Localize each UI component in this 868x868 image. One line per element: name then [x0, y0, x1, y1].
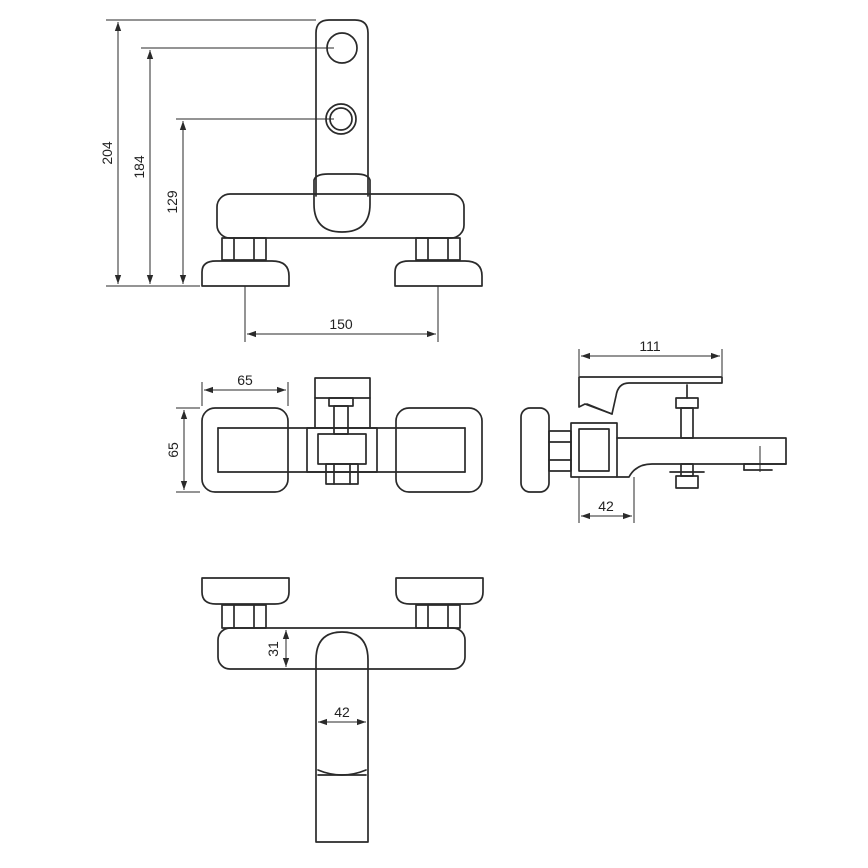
dimension-label-31: 31: [265, 641, 281, 657]
side-view: [520, 376, 787, 493]
bottom-view: [201, 577, 484, 843]
dimension-upper-outlet-height: 184: [131, 47, 334, 284]
dimension-side-depth: 111: [578, 338, 723, 376]
top-view: [201, 377, 483, 493]
dimension-flange-height: 65: [165, 407, 200, 493]
dimension-lower-outlet-height: 129: [164, 118, 334, 284]
dimension-body-height: 31: [265, 627, 316, 670]
dimension-label-184: 184: [131, 155, 147, 179]
dimension-label-42-side: 42: [598, 498, 614, 514]
front-view: [201, 19, 483, 287]
dimension-spout-width: 42: [318, 704, 366, 726]
dimension-label-65-width: 65: [237, 372, 253, 388]
dimension-label-204: 204: [99, 141, 115, 165]
dimension-total-height: 204: [99, 19, 316, 287]
dimension-flange-width: 65: [201, 372, 289, 406]
dimension-label-111: 111: [639, 338, 660, 354]
dimension-inlet-spacing: 150: [244, 286, 439, 342]
dimension-side-inlet-depth: 42: [578, 477, 635, 523]
dimension-label-65-height: 65: [165, 442, 181, 458]
dimension-label-42-bottom: 42: [334, 704, 350, 720]
dimension-label-129: 129: [164, 190, 180, 214]
dimension-label-150: 150: [329, 316, 353, 332]
